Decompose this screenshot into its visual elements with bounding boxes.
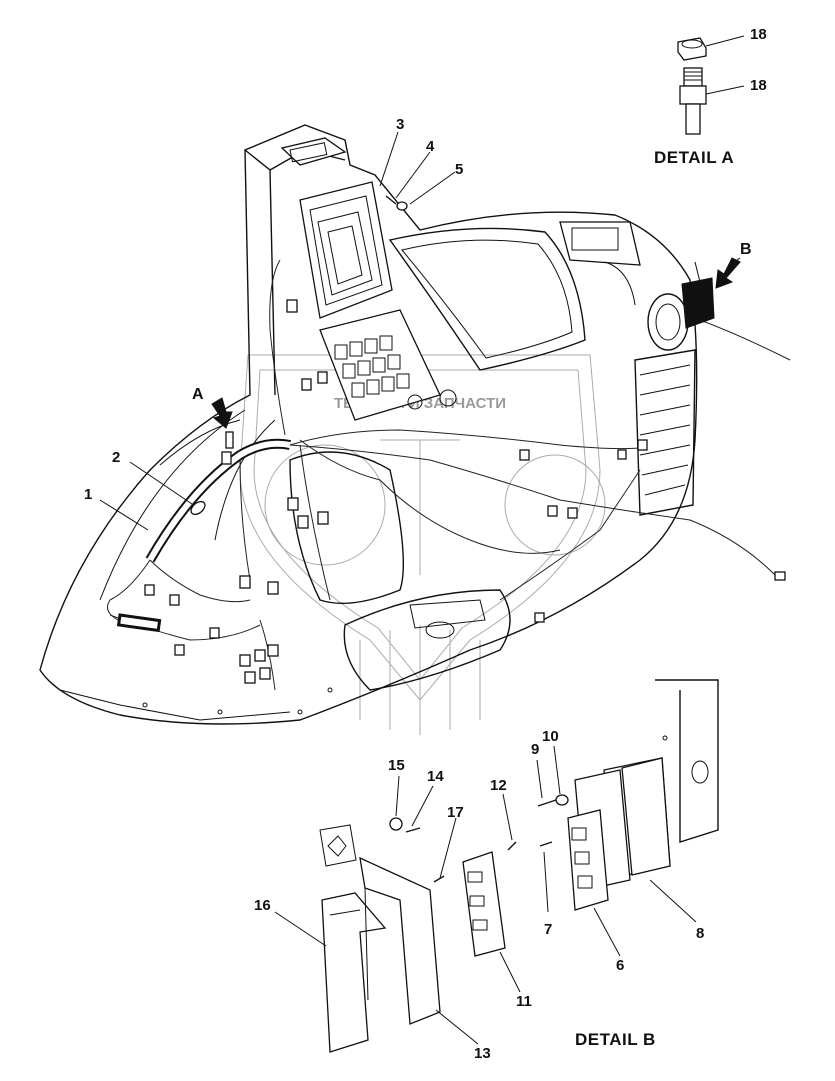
wire-harness (107, 259, 791, 691)
operator-console-assembly (39, 124, 698, 725)
watermark-logo (239, 354, 606, 735)
detail-a-switch (677, 37, 707, 135)
callout-2: 2 (112, 449, 121, 466)
detail-a-marker: A (192, 386, 204, 403)
callout-7: 7 (544, 921, 553, 938)
callout-5: 5 (455, 161, 464, 178)
callout-6: 6 (616, 957, 625, 974)
callout-8: 8 (696, 925, 705, 942)
callout-17: 17 (447, 804, 464, 821)
callout-15: 15 (388, 757, 405, 774)
callout-16: 16 (254, 897, 271, 914)
detail-b-marker: B (740, 241, 752, 258)
leader-lines (99, 35, 745, 1045)
side-louvers (634, 349, 696, 516)
callout-10: 10 (542, 728, 559, 745)
callout-14: 14 (427, 768, 444, 785)
callout-13: 13 (474, 1045, 491, 1062)
callout-4: 4 (426, 138, 435, 155)
detail-b-arrow (715, 257, 741, 289)
detail-b-assembly (319, 679, 719, 1053)
detail-b-block (681, 277, 715, 329)
detail-b-caption: DETAIL B (575, 1030, 656, 1049)
callout-1: 1 (84, 486, 93, 503)
detail-a-caption: DETAIL A (654, 148, 735, 167)
callout-18-switch: 18 (750, 77, 767, 94)
callout-3: 3 (396, 116, 405, 133)
detail-a-arrow (211, 397, 233, 429)
switch-block (334, 335, 410, 398)
callout-11: 11 (516, 993, 532, 1010)
callout-18-washer: 18 (750, 26, 767, 43)
callout-12: 12 (490, 777, 507, 794)
callout-9: 9 (531, 741, 540, 758)
